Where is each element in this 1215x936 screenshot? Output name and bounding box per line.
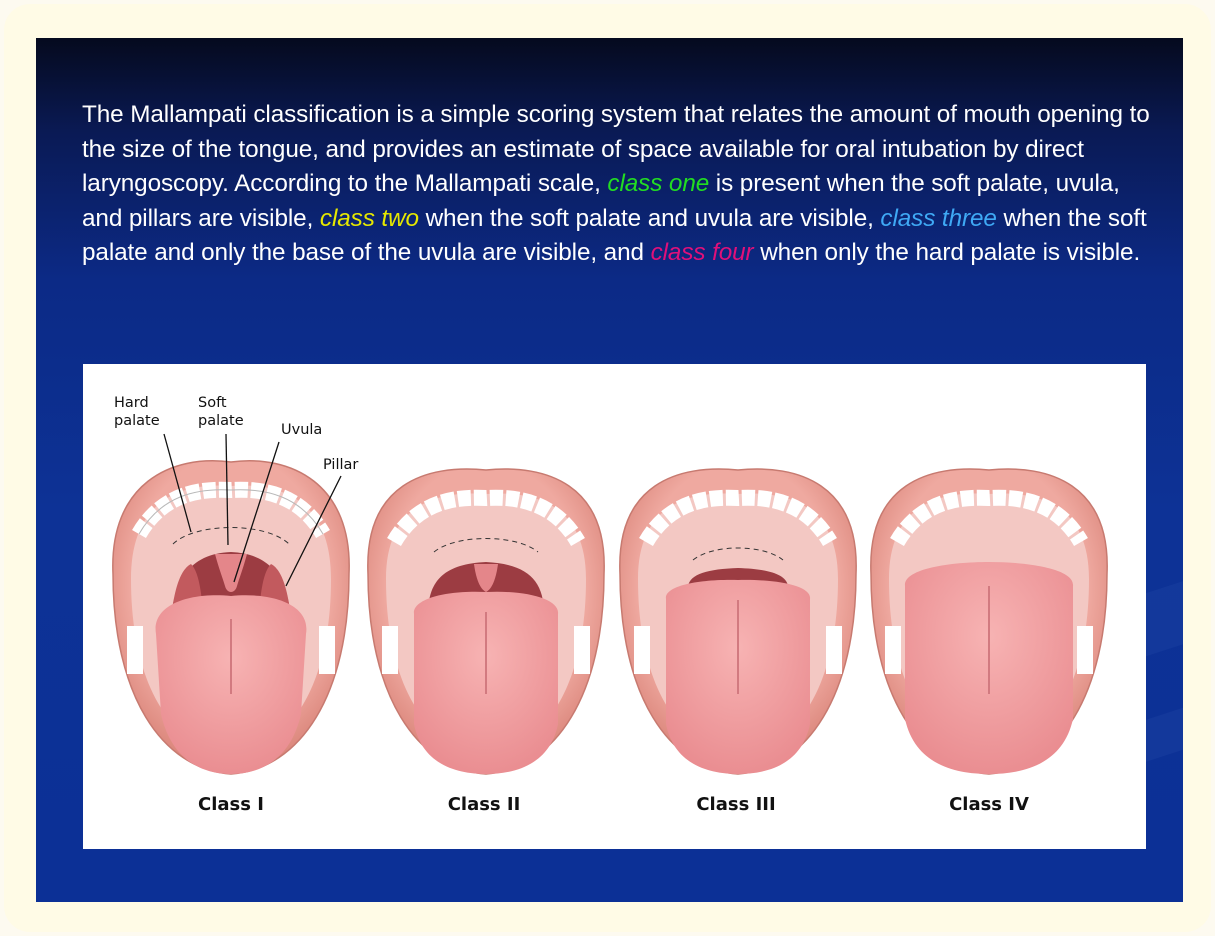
class-4-label: Class IV <box>899 794 1079 815</box>
class-four-highlight: class four <box>651 239 754 266</box>
class-2-label: Class II <box>394 794 574 815</box>
class-3-label: Class III <box>646 794 826 815</box>
uvula-label: Uvula <box>281 421 322 439</box>
pillar-label: Pillar <box>323 456 358 474</box>
class-one-highlight: class one <box>607 170 709 197</box>
mouth-illustrations <box>83 364 1146 849</box>
mouth-class-3 <box>620 469 856 774</box>
paragraph-text: when only the hard palate is visible. <box>754 239 1141 266</box>
paragraph-text: when the soft palate and uvula are visib… <box>419 205 880 232</box>
slide: The Mallampati classification is a simpl… <box>36 38 1183 902</box>
hard-palate-label: Hardpalate <box>114 394 160 430</box>
mouth-class-4 <box>871 469 1107 774</box>
class-three-highlight: class three <box>880 205 996 232</box>
class-two-highlight: class two <box>320 205 419 232</box>
description-paragraph: The Mallampati classification is a simpl… <box>82 98 1152 271</box>
soft-palate-label: Softpalate <box>198 394 244 430</box>
mallampati-figure: Hardpalate Softpalate Uvula Pillar Class… <box>83 364 1146 849</box>
class-1-label: Class I <box>141 794 321 815</box>
mouth-class-2 <box>368 469 604 774</box>
mouth-class-1 <box>113 404 349 774</box>
